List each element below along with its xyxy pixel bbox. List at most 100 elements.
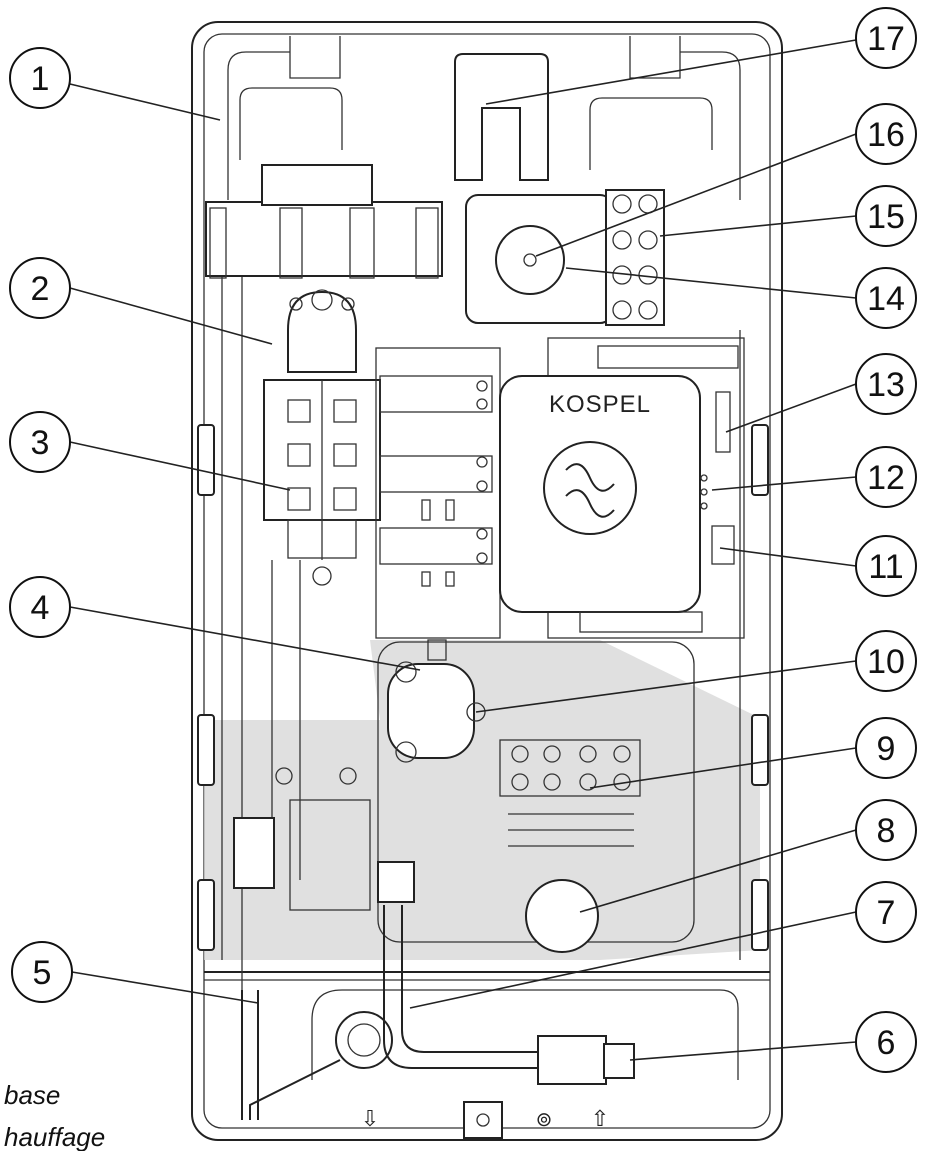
callout-3: 3 — [9, 411, 71, 473]
callout-10: 10 — [855, 630, 917, 692]
callout-8: 8 — [855, 799, 917, 861]
thermal-cutout — [287, 290, 357, 373]
svg-text:4: 4 — [31, 589, 50, 627]
terminal-base-screw — [312, 566, 332, 586]
reset-button — [495, 225, 565, 295]
svg-text:8: 8 — [877, 812, 896, 850]
pcb-connector-strip — [597, 345, 739, 369]
callout-5: 5 — [11, 941, 73, 1003]
side-clip-left-3 — [197, 879, 215, 951]
svg-text:5: 5 — [33, 954, 52, 992]
bottom-screw-housing — [463, 1101, 503, 1139]
svg-text:9: 9 — [877, 730, 896, 768]
clamp-bar — [205, 201, 443, 277]
leader-8 — [579, 829, 857, 913]
arrow-down-icon: ⇩ — [361, 1106, 379, 1131]
leader-16 — [535, 133, 857, 257]
valve-screw-left — [275, 767, 293, 785]
relay-connectors — [379, 375, 493, 587]
flow-sensor-plug — [427, 639, 447, 661]
terminal-base — [287, 519, 357, 559]
flow-sensor — [387, 663, 475, 759]
leader-12 — [711, 476, 857, 491]
hot-pipe — [383, 905, 540, 1069]
housing-outer — [191, 21, 783, 1141]
leader-7 — [409, 911, 857, 1009]
side-clip-right-3 — [751, 879, 769, 951]
bottom-screw — [476, 1113, 490, 1127]
svg-text:11: 11 — [868, 548, 903, 586]
leader-5 — [71, 971, 259, 1004]
callout-13: 13 — [855, 353, 917, 415]
bolt-icon: ⊚ — [536, 1109, 553, 1131]
top-hook — [454, 53, 549, 181]
clamp-tab-3 — [349, 207, 375, 279]
cable-loop-left — [239, 87, 343, 160]
clamp-tab-1 — [209, 207, 227, 279]
callout-12: 12 — [855, 446, 917, 508]
svg-text:10: 10 — [867, 643, 905, 681]
side-clip-right-2 — [751, 714, 769, 786]
valve-body — [289, 799, 371, 911]
mount-bracket-right — [629, 36, 681, 79]
callout-4: 4 — [9, 576, 71, 638]
leader-13 — [725, 383, 857, 433]
mains-terminal-block — [605, 189, 665, 326]
bottom-tray — [311, 989, 739, 1080]
cutout-screw-right — [341, 297, 355, 311]
pcb-bottom-connectors — [579, 611, 703, 633]
flow-sensor-screw-bottom — [395, 741, 417, 763]
cold-pipe-bend — [241, 990, 259, 1120]
power-terminal-screws — [287, 399, 357, 511]
outlet-nut — [537, 1035, 607, 1085]
svg-text:2: 2 — [31, 270, 50, 308]
callout-15: 15 — [855, 185, 917, 247]
svg-text:13: 13 — [867, 366, 905, 404]
svg-text:6: 6 — [877, 1024, 896, 1062]
status-leds — [700, 474, 708, 510]
clamp-tab-4 — [415, 207, 439, 279]
element-terminal-screws — [511, 745, 631, 791]
dip-switch-13 — [715, 391, 731, 453]
clamp-top — [261, 164, 373, 206]
leader-9 — [589, 747, 857, 789]
callout-9: 9 — [855, 717, 917, 779]
callout-1: 1 — [9, 47, 71, 109]
leader-11 — [719, 547, 857, 567]
element-terminal-block — [499, 739, 641, 797]
outlet-fitting-top — [377, 861, 415, 903]
svg-text:16: 16 — [867, 116, 905, 154]
cutout-screw-left — [289, 297, 303, 311]
callout-11: 11 — [855, 535, 917, 597]
cold-pipe — [249, 1059, 341, 1120]
heating-zone — [204, 640, 760, 960]
leader-6 — [629, 1041, 857, 1061]
svg-text:1: 1 — [31, 60, 50, 98]
brand-logo: KOSPEL — [549, 391, 651, 418]
side-clip-left-2 — [197, 714, 215, 786]
mount-bracket-left — [289, 36, 341, 79]
leader-lines — [69, 39, 857, 1061]
reset-button-center — [523, 253, 537, 267]
dip-switch-11 — [711, 525, 735, 565]
callout-17: 17 — [855, 7, 917, 69]
leader-4 — [69, 606, 421, 671]
valve-block-left — [233, 817, 275, 889]
leader-14 — [565, 267, 857, 299]
leader-10 — [475, 660, 857, 713]
leader-3 — [69, 441, 291, 491]
callout-14: 14 — [855, 267, 917, 329]
svg-text:17: 17 — [867, 20, 905, 58]
callout-16: 16 — [855, 103, 917, 165]
frame-line-right — [680, 51, 741, 200]
leader-2 — [69, 287, 273, 345]
svg-text:15: 15 — [867, 198, 905, 236]
heater-tank-plug — [525, 879, 599, 953]
leader-1 — [69, 83, 221, 121]
clamp-tab-2 — [279, 207, 303, 279]
element-rods — [508, 813, 634, 847]
side-clip-left-1 — [197, 424, 215, 496]
flow-sensor-screw-top — [395, 661, 417, 683]
svg-text:12: 12 — [867, 459, 905, 497]
